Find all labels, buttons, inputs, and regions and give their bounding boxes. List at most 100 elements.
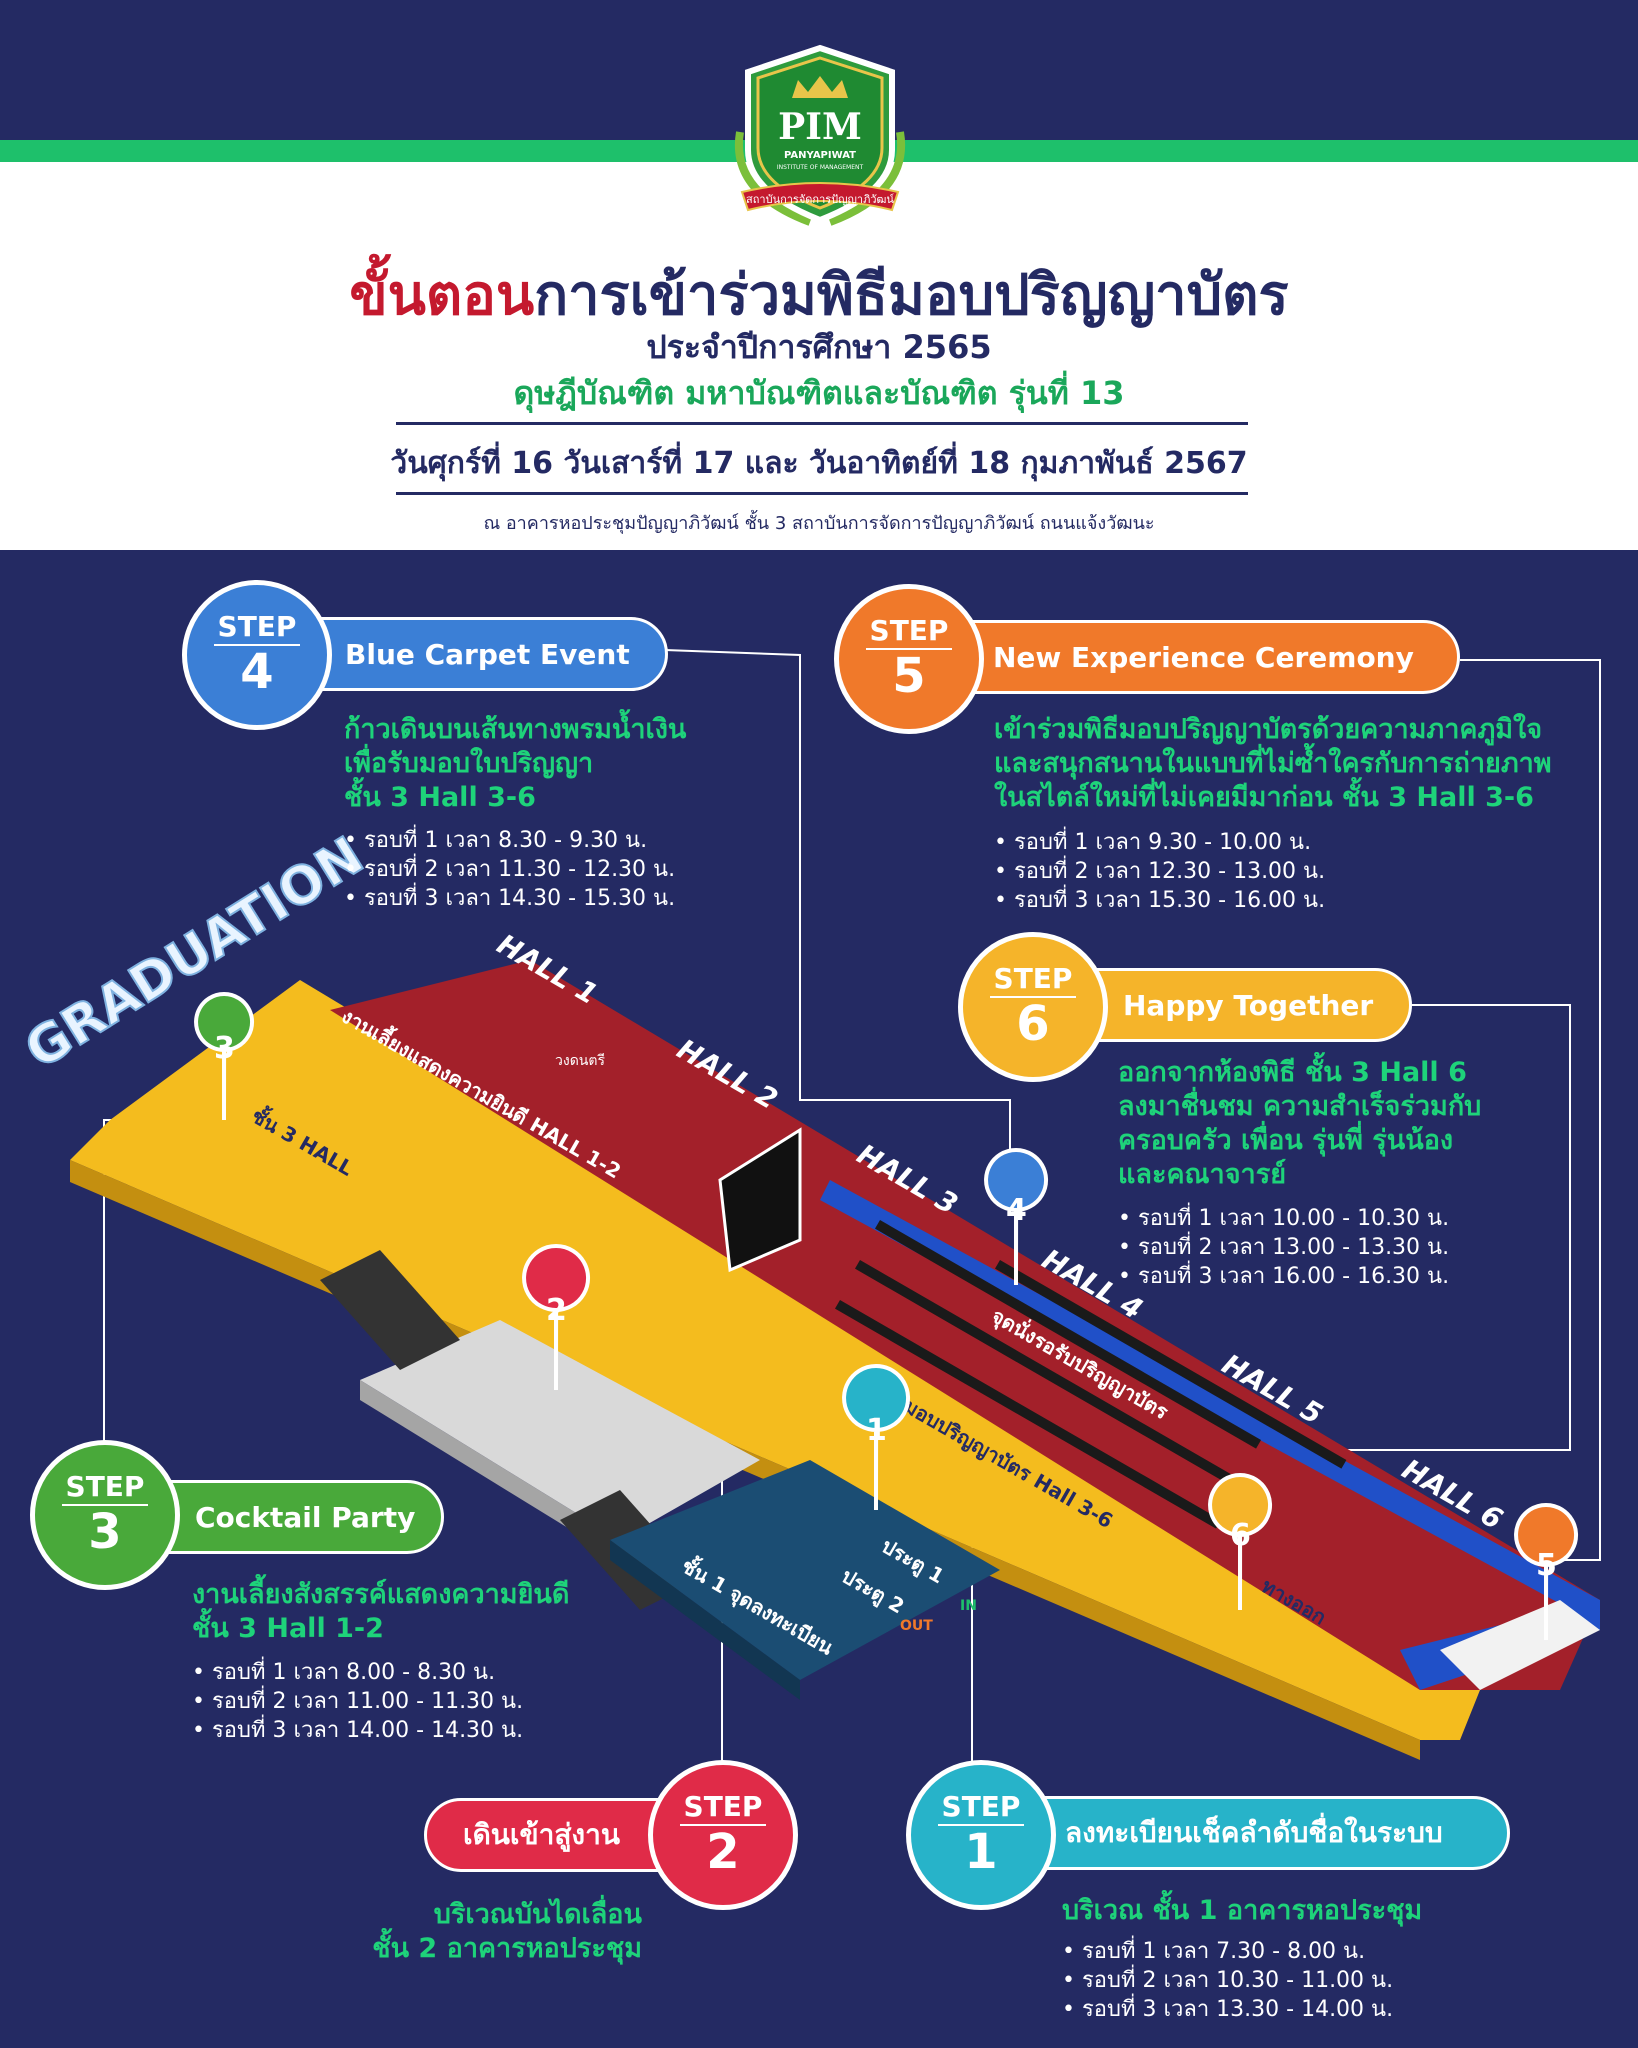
step-6-round: รอบที่ 3 เวลา 16.00 - 16.30 น. <box>1118 1262 1449 1291</box>
header-panel <box>0 162 1638 550</box>
in-label: IN <box>960 1598 977 1614</box>
step-5-round: รอบที่ 1 เวลา 9.30 - 10.00 น. <box>994 828 1325 857</box>
escalator-upper <box>320 1250 460 1370</box>
step-4-title: Blue Carpet Event <box>345 637 630 671</box>
floor1-blue-edge <box>610 1540 800 1700</box>
step-3-word: STEP <box>61 1472 149 1506</box>
step-2-desc-line: บริเวณบันไดเลื่อน <box>433 1899 642 1930</box>
step-6-round: รอบที่ 2 เวลา 13.00 - 13.30 น. <box>1118 1233 1449 1262</box>
step-6-schedule: รอบที่ 1 เวลา 10.00 - 10.30 น. รอบที่ 2 … <box>1118 1204 1449 1291</box>
step-2-number: 2 <box>706 1824 740 1880</box>
pim-logo: PIM PANYAPIWAT INSTITUTE OF MANAGEMENT ส… <box>720 42 920 232</box>
step-1-word: STEP <box>937 1792 1025 1826</box>
pin-5: 5 <box>1514 1503 1578 1641</box>
step-5-title: New Experience Ceremony <box>993 640 1414 674</box>
step-4-desc-line: ชั้น 3 Hall 3-6 <box>344 782 536 813</box>
step-1-round: รอบที่ 2 เวลา 10.30 - 11.00 น. <box>1062 1966 1393 1995</box>
step-3-desc: งานเลี้ยงสังสรรค์แสดงความยินดี ชั้น 3 Ha… <box>192 1578 569 1646</box>
svg-text:4: 4 <box>1006 1193 1027 1228</box>
step-4-number: 4 <box>240 644 274 700</box>
step-4-word: STEP <box>213 612 301 646</box>
step-5-round: รอบที่ 2 เวลา 12.30 - 13.00 น. <box>994 857 1325 886</box>
stage-screen <box>718 1127 802 1273</box>
step-2-badge: STEP 2 <box>648 1760 798 1910</box>
step-1-number: 1 <box>964 1824 998 1880</box>
step-1-pill: ลงทะเบียนเช็คลำดับชื่อในระบบ <box>980 1796 1510 1870</box>
step-3-title: Cocktail Party <box>195 1500 416 1534</box>
step-5-round: รอบที่ 3 เวลา 15.30 - 16.00 น. <box>994 886 1325 915</box>
step-5-desc: เข้าร่วมพิธีมอบปริญญาบัตรด้วยความภาคภูมิ… <box>994 713 1552 815</box>
step-6-desc: ออกจากห้องพิธี ชั้น 3 Hall 6 ลงมาชื่นชม … <box>1118 1056 1481 1192</box>
step-3-badge: STEP 3 <box>30 1440 180 1590</box>
step-2-desc-line: ชั้น 2 อาคารหอประชุม <box>372 1933 642 1964</box>
pin-2: 2 <box>522 1244 591 1391</box>
step-1-schedule: รอบที่ 1 เวลา 7.30 - 8.00 น. รอบที่ 2 เว… <box>1062 1937 1393 2024</box>
step-4-round: รอบที่ 3 เวลา 14.30 - 15.30 น. <box>344 884 675 913</box>
title-blue: การเข้าร่วมพิธีมอบปริญญาบัตร <box>534 263 1289 328</box>
step-6-desc-line: ครอบครัว เพื่อน รุ่นพี่ รุ่นน้อง <box>1118 1125 1454 1156</box>
step-6-badge: STEP 6 <box>958 932 1108 1082</box>
step-4-round: รอบที่ 1 เวลา 8.30 - 9.30 น. <box>344 826 675 855</box>
blue-carpet-top <box>820 1180 1600 1620</box>
svg-text:2: 2 <box>546 1293 567 1328</box>
step-1-badge: STEP 1 <box>906 1760 1056 1910</box>
step-6-desc-line: ลงมาชื่นชม ความสำเร็จร่วมกับ <box>1118 1091 1482 1122</box>
step-3-round: รอบที่ 2 เวลา 11.00 - 11.30 น. <box>192 1687 523 1716</box>
step-5-desc-line: และสนุกสนานในแบบที่ไม่ซ้ำใครกับการถ่ายภา… <box>994 748 1552 779</box>
svg-text:5: 5 <box>1536 1548 1557 1583</box>
floor3-yellow <box>70 980 1480 1740</box>
step-3-desc-line: งานเลี้ยงสังสรรค์แสดงความยินดี <box>192 1579 570 1610</box>
step-5-schedule: รอบที่ 1 เวลา 9.30 - 10.00 น. รอบที่ 2 เ… <box>994 828 1325 915</box>
step-4-round: รอบที่ 2 เวลา 11.30 - 12.30 น. <box>344 855 675 884</box>
step-4-desc: ก้าวเดินบนเส้นทางพรมน้ำเงิน เพื่อรับมอบใ… <box>344 713 686 815</box>
step-5-word: STEP <box>865 616 953 650</box>
step-3-number: 3 <box>88 1504 122 1560</box>
out-label: OUT <box>900 1618 933 1634</box>
logo-sub: PANYAPIWAT <box>784 150 856 161</box>
band-label: วงดนตรี <box>555 1053 605 1069</box>
logo-ribbon: สถาบันการจัดการปัญญาภิวัฒน์ <box>746 193 894 206</box>
logo-text: PIM <box>778 106 862 148</box>
step-2-desc: บริเวณบันไดเลื่อน ชั้น 2 อาคารหอประชุม <box>360 1898 642 1966</box>
step-3-desc-line: ชั้น 3 Hall 1-2 <box>192 1613 384 1644</box>
title-red: ขั้นตอน <box>349 263 535 328</box>
floor2-grey <box>360 1320 760 1540</box>
step-4-desc-line: ก้าวเดินบนเส้นทางพรมน้ำเงิน <box>344 714 687 745</box>
divider-bottom <box>396 492 1248 495</box>
step-4-desc-line: เพื่อรับมอบใบปริญญา <box>344 748 594 779</box>
step-6-title: Happy Together <box>1123 988 1374 1022</box>
floor2-grey-edge <box>360 1380 620 1560</box>
step-2-title: เดินเข้าสู่งาน <box>463 1818 620 1851</box>
venue-map: HALL 1 HALL 2 HALL 3 HALL 4 HALL 5 HALL … <box>14 825 1600 1760</box>
step-5-badge: STEP 5 <box>834 584 984 734</box>
logo-sub2: INSTITUTE OF MANAGEMENT <box>776 164 864 171</box>
svg-text:3: 3 <box>214 1031 235 1066</box>
ceremony-date: วันศุกร์ที่ 16 วันเสาร์ที่ 17 และ วันอาท… <box>390 446 1248 481</box>
step-2-word: STEP <box>679 1792 767 1826</box>
pin-1: 1 <box>842 1364 911 1511</box>
floor1-blue <box>610 1460 1000 1680</box>
step-6-word: STEP <box>989 964 1077 998</box>
step-3-round: รอบที่ 1 เวลา 8.00 - 8.30 น. <box>192 1658 523 1687</box>
step-1-round: รอบที่ 1 เวลา 7.30 - 8.00 น. <box>1062 1937 1393 1966</box>
pin-4: 4 <box>984 1148 1048 1286</box>
step-5-desc-line: เข้าร่วมพิธีมอบปริญญาบัตรด้วยความภาคภูมิ… <box>994 714 1543 745</box>
step-1-desc: บริเวณ ชั้น 1 อาคารหอประชุม <box>1062 1894 1422 1928</box>
step-4-badge: STEP 4 <box>182 580 332 730</box>
step-4-schedule: รอบที่ 1 เวลา 8.30 - 9.30 น. รอบที่ 2 เว… <box>344 826 675 913</box>
step-1-title: ลงทะเบียนเช็คลำดับชื่อในระบบ <box>1065 1816 1443 1849</box>
step-5-number: 5 <box>892 648 926 704</box>
pin-3: 3 <box>194 992 255 1121</box>
subtitle-degrees: ดุษฎีบัณฑิต มหาบัณฑิตและบัณฑิต รุ่นที่ 1… <box>513 374 1125 412</box>
divider-top <box>396 422 1248 425</box>
step-1-desc-line: บริเวณ ชั้น 1 อาคารหอประชุม <box>1062 1895 1423 1926</box>
photo-platform <box>1440 1600 1600 1690</box>
step-1-round: รอบที่ 3 เวลา 13.30 - 14.00 น. <box>1062 1995 1393 2024</box>
pin-6: 6 <box>1208 1473 1272 1611</box>
step-3-round: รอบที่ 3 เวลา 14.00 - 14.30 น. <box>192 1716 523 1745</box>
step-3-pill: Cocktail Party <box>110 1480 444 1554</box>
svg-text:6: 6 <box>1230 1518 1251 1553</box>
step-5-pill: New Experience Ceremony <box>890 620 1460 694</box>
step-6-desc-line: ออกจากห้องพิธี ชั้น 3 Hall 6 <box>1118 1057 1467 1088</box>
step-6-desc-line: และคณาจารย์ <box>1118 1159 1287 1190</box>
